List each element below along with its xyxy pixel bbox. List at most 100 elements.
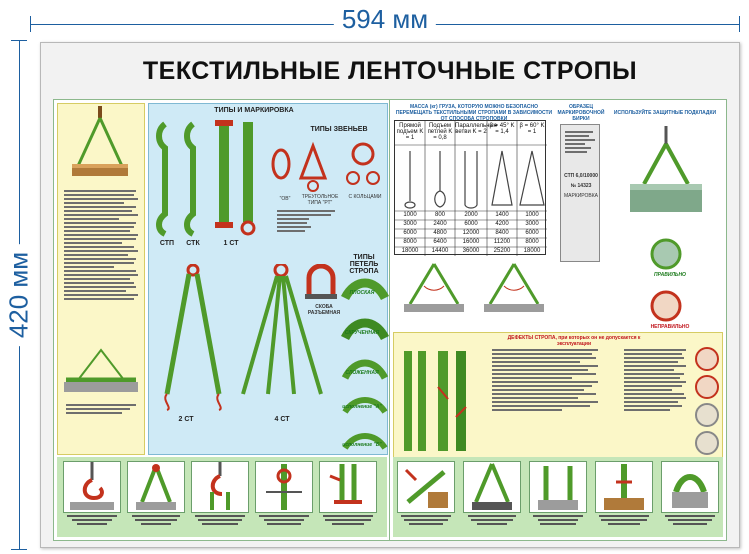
sling-types-illustration bbox=[156, 120, 256, 237]
table-cell: 2400 bbox=[433, 221, 447, 227]
table-cell: 18000 bbox=[401, 248, 419, 254]
max-angle-caption bbox=[66, 404, 138, 414]
sling-code-2st: 2 СТ bbox=[178, 416, 194, 423]
loop-types-heading: ТИПЫ ПЕТЕЛЬ СТРОПА bbox=[349, 254, 379, 275]
table-col-header-1: Прямой подъем K = 1 bbox=[396, 123, 424, 141]
table-col-header-5: β = 60° K = 1 bbox=[519, 123, 545, 135]
link-label-rings: С КОЛЬЦАМИ bbox=[348, 194, 382, 200]
right-panel: МАССА (кг) ГРУЗА, КОТОРУЮ МОЖНО БЕЗОПАСН… bbox=[389, 99, 727, 541]
table-cell: 16000 bbox=[462, 239, 480, 245]
angle-diagrams bbox=[404, 263, 544, 312]
right-step-4 bbox=[595, 461, 653, 531]
link-label-rt: ТРЕУГОЛЬНОЕ ТИПА "РТ" bbox=[301, 194, 339, 206]
intro-text-box bbox=[57, 103, 145, 455]
load-capacity-table: Прямой подъем K = 1 Подъем петлей K = 0,… bbox=[394, 120, 547, 256]
multi-leg-slings-illustration bbox=[164, 264, 323, 411]
table-cell: 18000 bbox=[523, 248, 541, 254]
table-cell: 1000 bbox=[525, 212, 539, 218]
tag-number: № 14323 bbox=[570, 183, 592, 189]
defect-slings-illustration bbox=[404, 351, 467, 451]
table-cell: 3000 bbox=[403, 221, 417, 227]
width-dimension-label: 594 мм bbox=[333, 4, 437, 35]
load-capacity-table-grid bbox=[395, 121, 547, 256]
loop-type-version-b: исполнение "Б" bbox=[342, 442, 382, 448]
crane-load-illustration bbox=[72, 106, 128, 176]
poster: ТЕКСТИЛЬНЫЕ ЛЕНТОЧНЫЕ СТРОПЫ bbox=[40, 42, 740, 548]
loop-type-version-a: исполнение "А" bbox=[342, 404, 382, 410]
max-angle-illustration bbox=[64, 348, 138, 392]
table-cell: 4200 bbox=[495, 221, 509, 227]
left-panel: ТИПЫ И МАРКИРОВКА СТП СТК 1 СТ ТИПЫ ЗВЕН… bbox=[53, 99, 391, 541]
tag-heading: ОБРАЗЕЦ МАРКИРОВОЧНОЙ БИРКИ bbox=[557, 104, 605, 122]
incorrect-label: НЕПРАВИЛЬНО bbox=[650, 324, 690, 330]
table-cell: 1400 bbox=[495, 212, 509, 218]
sling-code-1st: 1 СТ bbox=[223, 240, 239, 247]
link-label-ov: "ОВ" bbox=[279, 196, 291, 202]
shackle-icon bbox=[305, 264, 337, 299]
table-cell: 6400 bbox=[433, 239, 447, 245]
table-cell: 36000 bbox=[462, 248, 480, 254]
mass-table-heading: МАССА (кг) ГРУЗА, КОТОРУЮ МОЖНО БЕЗОПАСН… bbox=[395, 104, 553, 122]
table-cell: 8000 bbox=[403, 239, 417, 245]
left-step-2 bbox=[127, 461, 185, 531]
tag-text-lines bbox=[565, 131, 597, 153]
height-dimension-tick-top bbox=[11, 40, 27, 41]
loop-types-illustration bbox=[341, 278, 389, 450]
table-cell: 8000 bbox=[525, 239, 539, 245]
sling-code-stk: СТК bbox=[186, 240, 200, 247]
height-dimension: 420 мм bbox=[0, 40, 35, 550]
left-step-5 bbox=[319, 461, 377, 531]
right-step-1 bbox=[397, 461, 455, 531]
left-safety-steps-strip bbox=[57, 457, 387, 537]
table-cell: 11200 bbox=[493, 239, 511, 245]
loop-type-flat: ПЛОСКАЯ bbox=[349, 290, 375, 296]
table-col-header-2: Подъем петлей K = 0,8 bbox=[427, 123, 453, 141]
materials-legend bbox=[277, 210, 337, 232]
table-cell: 800 bbox=[434, 212, 445, 218]
left-step-4 bbox=[255, 461, 313, 531]
marking-tag: СТП 6,0/10000 № 14323 МАРКИРОВКА bbox=[560, 124, 600, 262]
types-heading: ТИПЫ И МАРКИРОВКА bbox=[214, 107, 294, 114]
table-cell: 6000 bbox=[464, 221, 478, 227]
intro-paragraph bbox=[64, 190, 140, 300]
poster-title: ТЕКСТИЛЬНЫЕ ЛЕНТОЧНЫЕ СТРОПЫ bbox=[142, 57, 638, 85]
table-cell: 14400 bbox=[431, 248, 449, 254]
table-cell: 3000 bbox=[525, 221, 539, 227]
height-dimension-label: 420 мм bbox=[3, 243, 35, 347]
shackle-label: СКОБА РАЗЪЕМНАЯ bbox=[307, 304, 341, 316]
width-dimension-tick-right bbox=[739, 16, 740, 32]
table-cell: 4800 bbox=[433, 230, 447, 236]
table-col-header-3: Параллельные ветви K = 2 bbox=[455, 123, 498, 135]
defects-list-right bbox=[624, 349, 688, 411]
links-heading: ТИПЫ ЗВЕНЬЕВ bbox=[310, 126, 368, 133]
loop-type-folded: СЛОЖЕННАЯ bbox=[345, 370, 379, 376]
protective-pads-illustration bbox=[630, 126, 702, 322]
sling-code-4st: 4 СТ bbox=[274, 416, 290, 423]
table-cell: 1000 bbox=[403, 212, 417, 218]
tag-code: СТП 6,0/10000 bbox=[564, 173, 598, 179]
table-cell: 8400 bbox=[495, 230, 509, 236]
table-cell: 6000 bbox=[525, 230, 539, 236]
left-step-3 bbox=[191, 461, 249, 531]
right-step-2 bbox=[463, 461, 521, 531]
height-dimension-tick-bottom bbox=[11, 549, 27, 550]
defect-photos bbox=[695, 347, 719, 455]
table-cell: 6000 bbox=[403, 230, 417, 236]
table-cell: 12000 bbox=[462, 230, 480, 236]
types-and-marking-box: ТИПЫ И МАРКИРОВКА СТП СТК 1 СТ ТИПЫ ЗВЕН… bbox=[148, 103, 389, 455]
width-dimension: 594 мм bbox=[30, 0, 740, 36]
pads-heading: ИСПОЛЬЗУЙТЕ ЗАЩИТНЫЕ ПОДКЛАДКИ bbox=[613, 110, 717, 116]
tag-marking: МАРКИРОВКА bbox=[563, 193, 599, 199]
table-cell: 2000 bbox=[464, 212, 478, 218]
right-step-3 bbox=[529, 461, 587, 531]
link-types-illustration bbox=[271, 141, 380, 192]
defects-heading: ДЕФЕКТЫ СТРОПА, при которых он не допуск… bbox=[507, 335, 641, 347]
left-step-1 bbox=[63, 461, 121, 531]
right-step-5 bbox=[661, 461, 719, 531]
right-safety-steps-strip bbox=[393, 457, 723, 537]
loop-type-twisted: СКРУЧЕННАЯ bbox=[344, 330, 380, 336]
correct-label: ПРАВИЛЬНО bbox=[654, 272, 686, 278]
table-col-header-4: β = 45° K = 1,4 bbox=[489, 123, 515, 135]
defects-list-left bbox=[492, 349, 602, 411]
sling-code-stp: СТП bbox=[159, 240, 175, 247]
